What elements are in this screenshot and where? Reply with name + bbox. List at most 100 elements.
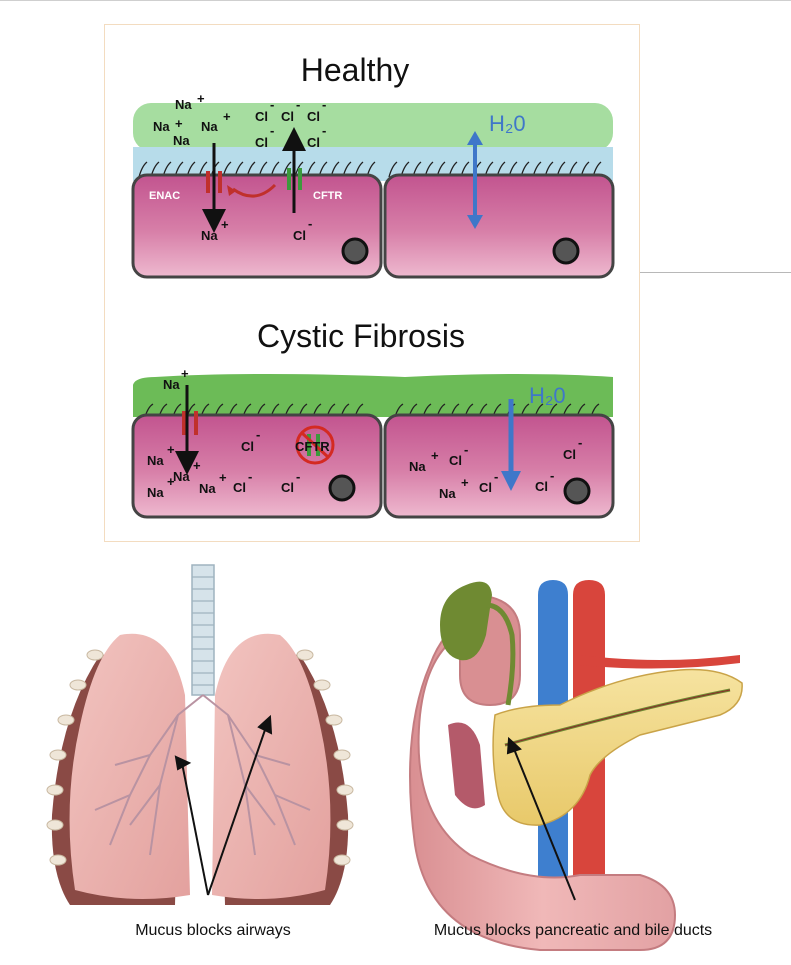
ion-charge: - (464, 442, 468, 457)
ion: Na (409, 459, 426, 474)
enac-label: ENAC (149, 190, 180, 202)
cf-title: Cystic Fibrosis (257, 318, 465, 354)
healthy-h2o-label: H₂0 (489, 111, 526, 136)
ion: Cl (535, 479, 548, 494)
ion: Cl (449, 453, 462, 468)
ion-charge: - (256, 427, 260, 442)
ion-charge: - (296, 97, 300, 112)
cf-cftr-label: CFTR (295, 439, 330, 454)
ion-charge: - (270, 97, 274, 112)
duodenal-folds (448, 722, 485, 809)
ion: Na (147, 485, 164, 500)
ion: Cl (281, 480, 294, 495)
ion-charge: - (248, 469, 252, 484)
left-lung (69, 633, 190, 899)
ion: Cl (281, 109, 294, 124)
ion: Na (175, 97, 192, 112)
ion-charge: + (219, 470, 227, 485)
cf-nucleus-right (563, 477, 591, 505)
healthy-nucleus-right (552, 237, 580, 265)
ion: Cl (479, 480, 492, 495)
water-double-arrow (467, 131, 483, 229)
cftr-channel (287, 168, 302, 190)
ion: Na (201, 228, 218, 243)
pancreatic-duct-line (504, 689, 731, 746)
trachea (191, 564, 215, 696)
healthy-ions: Na + Na + Na + Na Cl - Cl - Cl - Cl - Cl… (153, 91, 326, 243)
ion-charge: + (193, 458, 201, 473)
duct-arrow (506, 736, 576, 901)
ion-transport-diagram: Healthy ENAC CFTR (104, 24, 640, 542)
cf-ions: Na + Cl - Na + Na + Na + Na + Cl - Cl - … (147, 366, 582, 501)
airway-arrows (174, 714, 273, 896)
prohibition-icon (295, 425, 335, 465)
ion-charge: + (175, 116, 183, 131)
ion: Na (201, 119, 218, 134)
ion-charge: + (167, 474, 175, 489)
divider-line (640, 272, 791, 273)
ion: Na (439, 486, 456, 501)
ion: Cl (241, 439, 254, 454)
ion: Na (163, 377, 180, 392)
organ-illustrations: Mucus blocks airways Mucus blocks pancre… (0, 555, 791, 965)
ion: Na (173, 469, 190, 484)
ion-charge: - (494, 469, 498, 484)
cf-h2o-label: H₂0 (529, 383, 566, 408)
trachea-rings (192, 576, 214, 686)
ion-charge: + (461, 475, 469, 490)
lungs-illustration: Mucus blocks airways (46, 564, 354, 939)
healthy-title: Healthy (301, 52, 410, 88)
lungs-caption: Mucus blocks airways (135, 922, 291, 939)
top-border (0, 0, 791, 1)
cf-water-arrow (501, 399, 521, 491)
ion-charge: - (322, 123, 326, 138)
healthy-cell-right (383, 173, 615, 279)
ion-charge: + (167, 442, 175, 457)
ion: Cl (293, 228, 306, 243)
ion: Cl (563, 447, 576, 462)
pancreas-illustration: Mucus blocks pancreatic and bile ducts (409, 580, 743, 951)
ion-charge: - (308, 216, 312, 231)
duodenum (409, 608, 677, 951)
bile-duct (485, 602, 516, 706)
ion-charge: + (223, 109, 231, 124)
cf-enac-channel (182, 411, 198, 435)
pancreas-caption: Mucus blocks pancreatic and bile ducts (434, 922, 712, 939)
ion: Cl (307, 135, 320, 150)
enac-channel (206, 171, 222, 193)
ion-charge: - (578, 435, 582, 450)
ion: Na (153, 119, 170, 134)
ion-charge: + (181, 366, 189, 381)
cf-panel: Cystic Fibrosis CFTR H₂0 (131, 318, 615, 519)
ion: Cl (255, 109, 268, 124)
cftr-inhibits-enac-arc (232, 183, 277, 198)
cf-blocked-cftr (295, 425, 335, 465)
ion-charge: - (322, 97, 326, 112)
cf-nucleus-left (328, 474, 356, 502)
inhibition-arrowhead (227, 185, 236, 196)
cftr-label: CFTR (313, 190, 342, 202)
cf-cell-right (383, 413, 615, 519)
ion: Na (199, 481, 216, 496)
ion-charge: + (197, 91, 205, 106)
healthy-cilia (138, 161, 602, 178)
ion: Cl (307, 109, 320, 124)
pancreas (492, 668, 743, 826)
ion: Cl (255, 135, 268, 150)
cf-cilia (144, 403, 600, 418)
right-lung (212, 633, 331, 899)
ion: Na (147, 453, 164, 468)
rib-cartilage (46, 649, 354, 866)
ion: Na (173, 133, 190, 148)
gallbladder (440, 581, 492, 661)
healthy-cell-left (131, 173, 383, 279)
healthy-mucus-layer (133, 103, 613, 151)
ion-charge: + (431, 448, 439, 463)
splenic-artery (580, 655, 740, 669)
ion-charge: + (221, 217, 229, 232)
ion-charge: - (550, 468, 554, 483)
ion: Cl (233, 480, 246, 495)
ion-charge: - (296, 469, 300, 484)
healthy-nucleus-left (341, 237, 369, 265)
cf-mucus-layer (133, 374, 613, 417)
